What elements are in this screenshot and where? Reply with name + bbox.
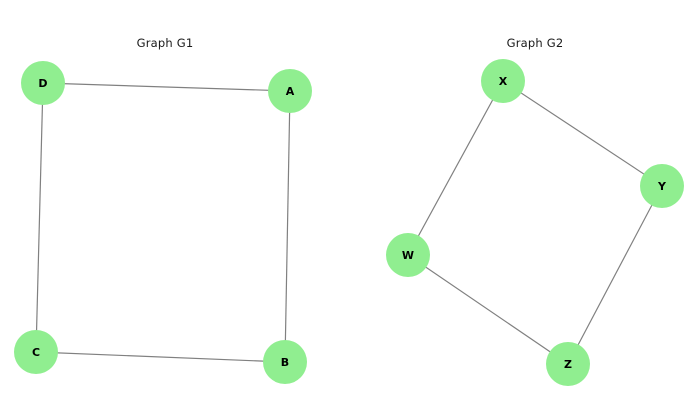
graph-node-label-Z: Z: [564, 357, 572, 371]
graph-node-label-B: B: [280, 355, 290, 369]
graph-title-g2: Graph G2: [506, 36, 564, 50]
graph-node-B[interactable]: B: [263, 340, 307, 384]
graph-edge-g2-WZ: [407, 254, 569, 365]
graph-node-X[interactable]: X: [481, 59, 525, 103]
graph-node-D[interactable]: D: [21, 61, 65, 105]
graph-edge-g1-DC: [35, 82, 44, 353]
graph-edge-g2-YZ: [567, 185, 663, 365]
graph-node-label-D: D: [38, 76, 48, 90]
graph-node-Y[interactable]: Y: [640, 164, 684, 208]
graph-edge-g1-CB: [35, 351, 286, 363]
graph-edge-g1-AB: [284, 90, 291, 363]
graph-edge-g2-XY: [502, 80, 663, 187]
graph-node-C[interactable]: C: [14, 330, 58, 374]
graph-node-label-X: X: [498, 74, 508, 88]
graph-node-label-Y: Y: [658, 179, 666, 193]
graph-node-Z[interactable]: Z: [546, 342, 590, 386]
graph-title-g1: Graph G1: [136, 36, 194, 50]
graph-node-label-A: A: [285, 84, 295, 98]
graph-edge-g1-DA: [42, 82, 291, 92]
graph-node-label-W: W: [401, 248, 415, 262]
graph-node-A[interactable]: A: [268, 69, 312, 113]
graph-node-W[interactable]: W: [386, 233, 430, 277]
graph-edge-g2-XW: [407, 80, 504, 256]
graph-node-label-C: C: [31, 345, 41, 359]
